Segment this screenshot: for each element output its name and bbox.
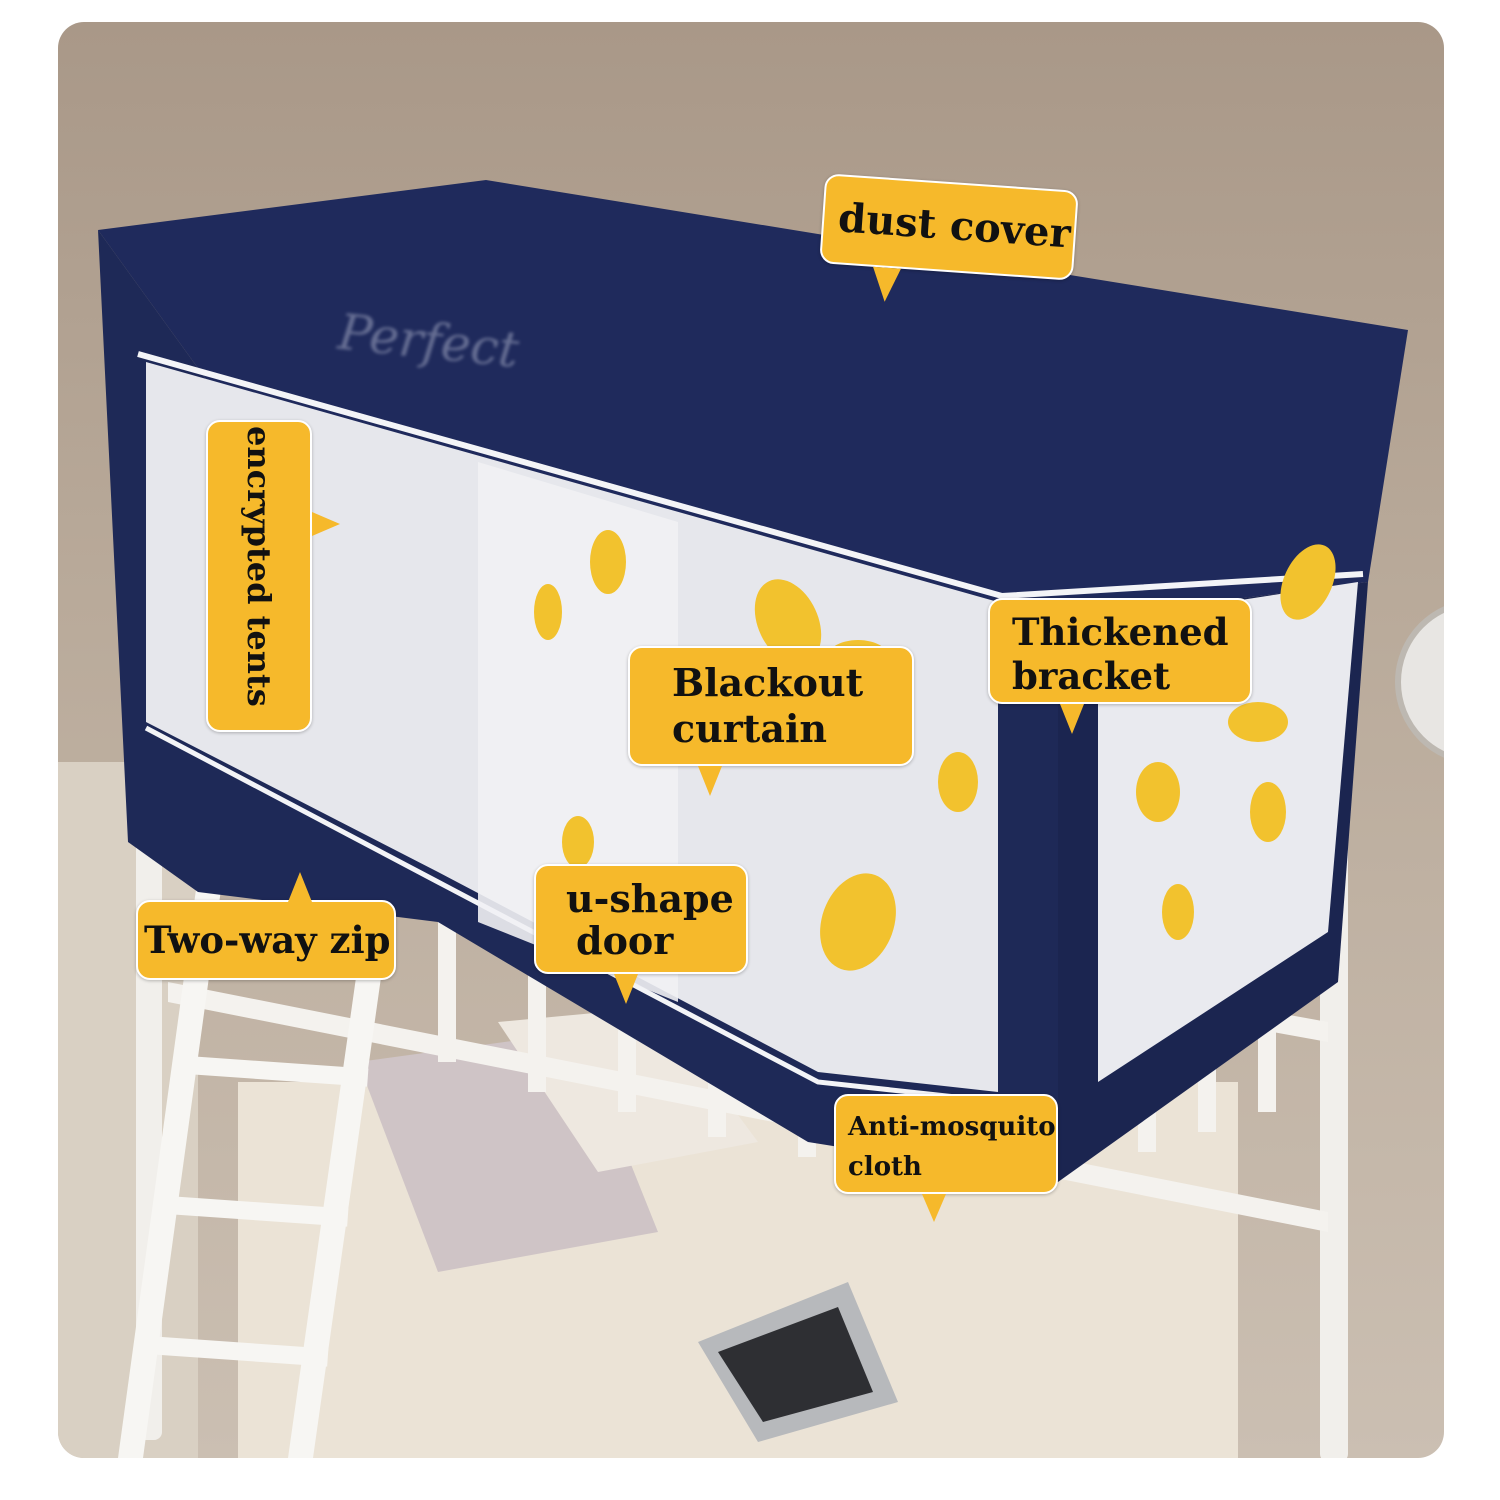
callout-tail: [312, 512, 340, 536]
callout-tail: [288, 872, 312, 902]
bed-tent: [98, 180, 1408, 1182]
callout-two-way-zip: Two-way zip: [136, 872, 396, 980]
callout-dust-cover: dust cover: [819, 173, 1079, 303]
lemon-pattern: [534, 530, 1336, 971]
laptop-keyboard: [718, 1307, 873, 1422]
callout-u-shape-door-line1: u-shape: [566, 876, 734, 921]
callout-blackout-curtain: Blackout curtain: [628, 646, 914, 796]
zipper-trim-top: [137, 351, 1364, 600]
callout-encrypted-tents-label: encrypted tents: [240, 426, 278, 707]
callout-dust-cover-label: dust cover: [836, 194, 1073, 258]
product-photo-frame: Perfect dust cover encrypted tents Thick…: [58, 22, 1444, 1458]
tent-top-dust-cover: [98, 180, 1408, 622]
side-mesh-window: [1098, 582, 1358, 1082]
callout-two-way-zip-label: Two-way zip: [144, 918, 391, 962]
callout-thickened-bracket-line1: Thickened: [1012, 610, 1229, 654]
callout-u-shape-door: u-shape door: [534, 864, 748, 1004]
callout-anti-mosquito: Anti-mosquito cloth: [834, 1094, 1058, 1222]
callout-encrypted-tents: encrypted tents: [206, 420, 340, 732]
callout-tail: [698, 766, 722, 796]
callout-blackout-curtain-line1: Blackout: [672, 660, 864, 705]
callout-blackout-curtain-line2: curtain: [672, 706, 828, 751]
callout-thickened-bracket-line2: bracket: [1012, 654, 1171, 698]
bunk-bed-tent-scene: [58, 180, 1444, 1458]
callout-tail: [870, 266, 901, 303]
callout-tail: [922, 1194, 946, 1222]
callout-anti-mosquito-line2: cloth: [848, 1152, 922, 1182]
callout-tail: [614, 974, 638, 1004]
callout-u-shape-door-line2: door: [576, 918, 674, 963]
callout-thickened-bracket: Thickened bracket: [988, 598, 1252, 734]
callout-anti-mosquito-line1: Anti-mosquito: [848, 1112, 1056, 1142]
callout-tail: [1060, 704, 1084, 734]
wall-clock: [1395, 606, 1444, 758]
